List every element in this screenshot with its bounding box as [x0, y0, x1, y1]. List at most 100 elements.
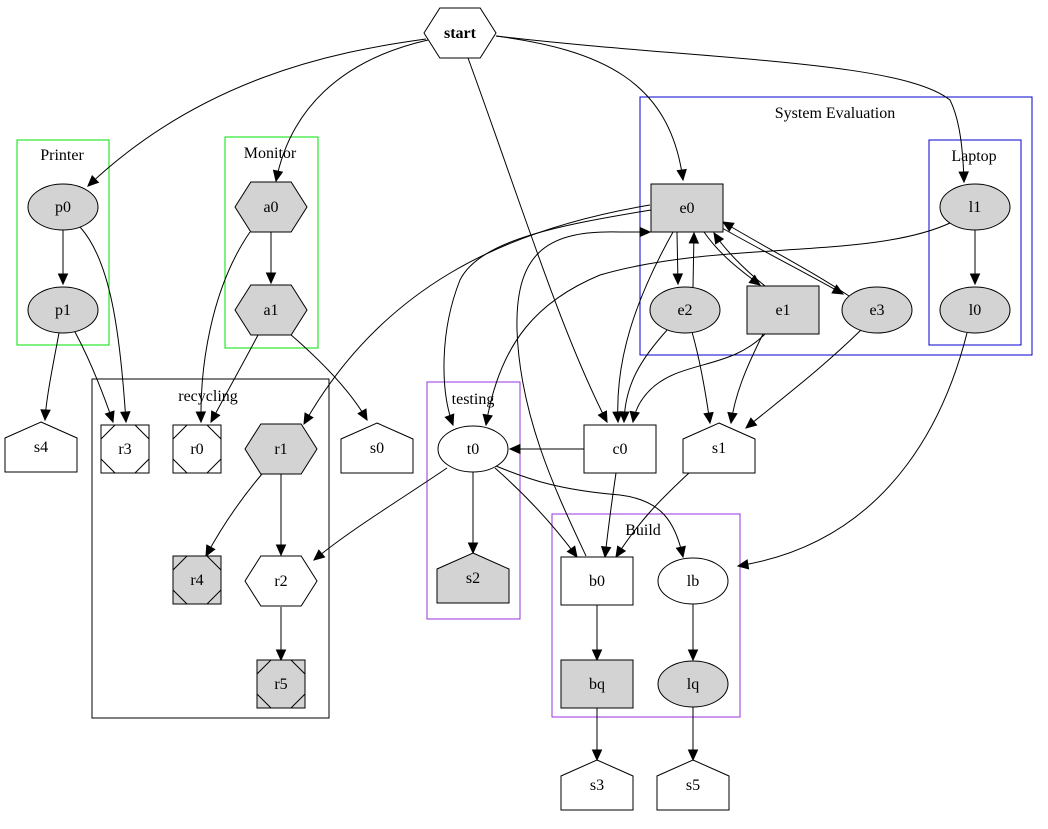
ellipse-shape — [939, 286, 1011, 334]
node-s1[interactable]: s1 — [682, 422, 756, 474]
edge-p1-to-r3 — [74, 331, 115, 424]
edge-line — [615, 471, 691, 558]
node-label: b0 — [589, 573, 605, 590]
edge-line — [623, 328, 669, 423]
arrowhead — [688, 231, 700, 244]
node-a0[interactable]: a0 — [234, 181, 308, 233]
node-label: s5 — [686, 777, 700, 794]
edge-l1-to-t0 — [482, 222, 951, 427]
arrowhead — [703, 411, 714, 425]
edge-t0-to-lb — [495, 465, 686, 559]
node-bq[interactable]: bq — [560, 659, 634, 709]
node-r2[interactable]: r2 — [244, 555, 318, 607]
edge-line — [303, 204, 651, 425]
arrowhead — [639, 226, 652, 238]
edge-line — [494, 467, 578, 558]
arrowhead — [444, 413, 455, 427]
msquare-corner-marks — [172, 424, 222, 474]
node-e1[interactable]: e1 — [746, 285, 820, 335]
box-shape — [746, 285, 820, 335]
edge-line — [713, 232, 766, 287]
edge-start-to-p0 — [87, 38, 427, 187]
box-shape — [650, 183, 724, 233]
node-e2[interactable]: e2 — [649, 286, 721, 334]
cluster-border — [224, 136, 319, 349]
house-shape — [436, 552, 510, 604]
edge-p0-to-p1 — [57, 230, 69, 286]
edge-e2-to-c0 — [619, 328, 669, 424]
node-s2[interactable]: s2 — [436, 552, 510, 604]
edge-p0-to-r3 — [79, 226, 131, 424]
cluster-monitor: Monitor — [224, 136, 319, 349]
edge-t0-to-b0 — [494, 467, 578, 558]
arrowhead — [272, 169, 284, 183]
edge-line — [722, 221, 850, 297]
cluster-label: Printer — [40, 147, 84, 164]
edge-line — [737, 332, 968, 567]
node-label: s4 — [34, 439, 48, 456]
edge-e3-to-e0 — [721, 221, 850, 297]
node-label: r1 — [274, 441, 287, 458]
edge-e3-to-s1 — [745, 329, 862, 429]
edge-start-to-l1 — [495, 35, 969, 184]
arrowhead — [958, 171, 969, 184]
arrowhead — [205, 544, 216, 558]
node-r3[interactable]: r3 — [100, 424, 150, 474]
arrowhead — [687, 749, 699, 762]
arrowhead — [57, 273, 69, 286]
node-label: r4 — [190, 572, 203, 589]
arrowhead — [313, 549, 326, 561]
node-lq[interactable]: lq — [657, 660, 729, 708]
arrowhead — [687, 649, 699, 662]
node-label: s3 — [590, 777, 604, 794]
node-l1[interactable]: l1 — [939, 183, 1011, 231]
edge-r2-to-r5 — [275, 607, 287, 662]
node-r4[interactable]: r4 — [172, 555, 222, 605]
edge-e2-to-s1 — [691, 331, 714, 425]
arrowhead — [508, 443, 521, 455]
arrowhead — [672, 273, 684, 286]
edge-start-to-a0 — [272, 39, 429, 183]
node-b0[interactable]: b0 — [560, 556, 634, 606]
edge-line — [495, 35, 684, 181]
node-s0[interactable]: s0 — [340, 422, 414, 474]
edge-e0-to-t0 — [443, 209, 652, 427]
node-s5[interactable]: s5 — [656, 759, 730, 811]
cluster-border — [639, 96, 1033, 356]
node-start[interactable]: start — [423, 7, 497, 59]
node-label: l1 — [969, 199, 981, 216]
node-label: e1 — [775, 302, 790, 319]
edge-l1-to-l0 — [969, 230, 981, 286]
edge-line — [313, 467, 448, 561]
arrowhead — [619, 411, 630, 424]
node-lb[interactable]: lb — [657, 557, 729, 605]
node-s3[interactable]: s3 — [560, 759, 634, 811]
node-r0[interactable]: r0 — [172, 424, 222, 474]
node-p1[interactable]: p1 — [27, 286, 99, 334]
edge-line — [495, 35, 965, 183]
hexagon-shape — [234, 181, 308, 233]
cluster-label: testing — [452, 391, 495, 408]
edge-b0-to-bq — [591, 605, 603, 662]
edge-line — [200, 231, 251, 423]
node-s4[interactable]: s4 — [4, 421, 78, 473]
node-e3[interactable]: e3 — [841, 286, 913, 334]
node-t0[interactable]: t0 — [437, 425, 509, 473]
cluster-build: Build — [551, 513, 741, 718]
node-r5[interactable]: r5 — [256, 659, 306, 709]
node-l0[interactable]: l0 — [939, 286, 1011, 334]
node-p0[interactable]: p0 — [27, 183, 99, 231]
node-label: p0 — [55, 199, 71, 216]
box-shape — [583, 424, 657, 474]
ellipse-shape — [657, 557, 729, 605]
node-e0[interactable]: e0 — [650, 183, 724, 233]
ellipse-shape — [649, 286, 721, 334]
arrowhead — [713, 231, 725, 245]
edge-line — [443, 209, 652, 426]
edge-r1-to-r2 — [275, 474, 287, 557]
arrowhead — [104, 410, 115, 424]
node-c0[interactable]: c0 — [583, 424, 657, 474]
node-r1[interactable]: r1 — [244, 423, 318, 475]
node-a1[interactable]: a1 — [234, 284, 308, 336]
node-label: c0 — [612, 441, 627, 458]
